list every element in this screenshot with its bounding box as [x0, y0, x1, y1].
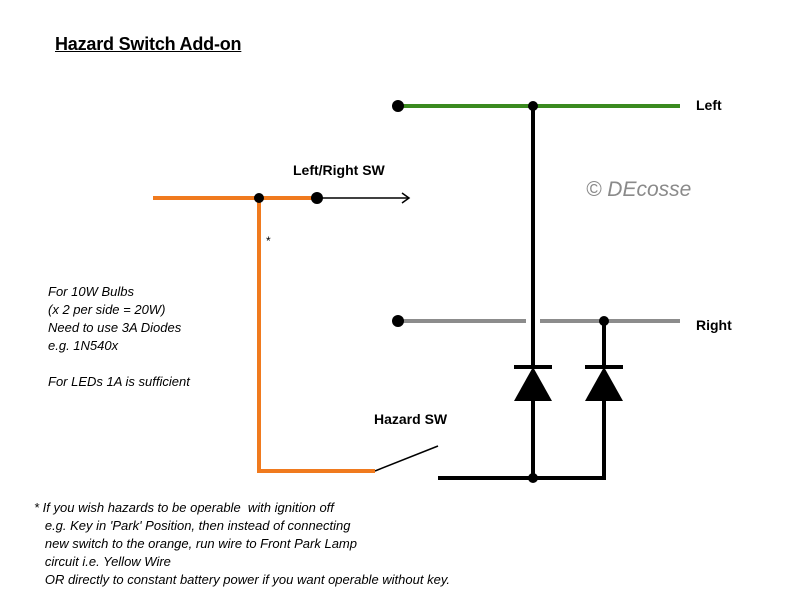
- right-label: Right: [696, 317, 732, 333]
- diode-2-icon: [585, 367, 623, 401]
- bulb-note-line: Need to use 3A Diodes: [48, 320, 182, 335]
- footnote: * If you wish hazards to be operable wit…: [34, 499, 450, 589]
- footnote-line: * If you wish hazards to be operable wit…: [34, 500, 334, 515]
- lr-switch-label: Left/Right SW: [293, 162, 385, 178]
- bulb-note-line: [48, 355, 190, 373]
- common-junction: [528, 473, 538, 483]
- asterisk-marker: *: [266, 234, 271, 248]
- bulb-note: For 10W Bulbs (x 2 per side = 20W) Need …: [48, 283, 190, 391]
- bulb-note-line: e.g. 1N540x: [48, 338, 119, 353]
- right-terminal: [392, 315, 404, 327]
- diagram-title: Hazard Switch Add-on: [55, 34, 242, 54]
- watermark: © DEcosse: [586, 178, 692, 201]
- left-terminal: [392, 100, 404, 112]
- bulb-note-line: For LEDs 1A is sufficient: [48, 374, 190, 389]
- footnote-line: e.g. Key in 'Park' Position, then instea…: [34, 518, 351, 533]
- footnote-line: new switch to the orange, run wire to Fr…: [34, 536, 357, 551]
- hazard-switch-blade: [374, 445, 439, 472]
- bulb-note-line: For 10W Bulbs: [48, 284, 134, 299]
- supply-branch-wire: [257, 198, 375, 473]
- left-label: Left: [696, 97, 722, 113]
- diode-1-icon: [514, 367, 552, 401]
- supply-junction: [254, 193, 264, 203]
- footnote-line: OR directly to constant battery power if…: [34, 572, 450, 587]
- hazard-switch-label: Hazard SW: [374, 411, 448, 427]
- footnote-line: circuit i.e. Yellow Wire: [34, 554, 171, 569]
- arrow-icon: [401, 192, 411, 204]
- bulb-note-line: (x 2 per side = 20W): [48, 302, 166, 317]
